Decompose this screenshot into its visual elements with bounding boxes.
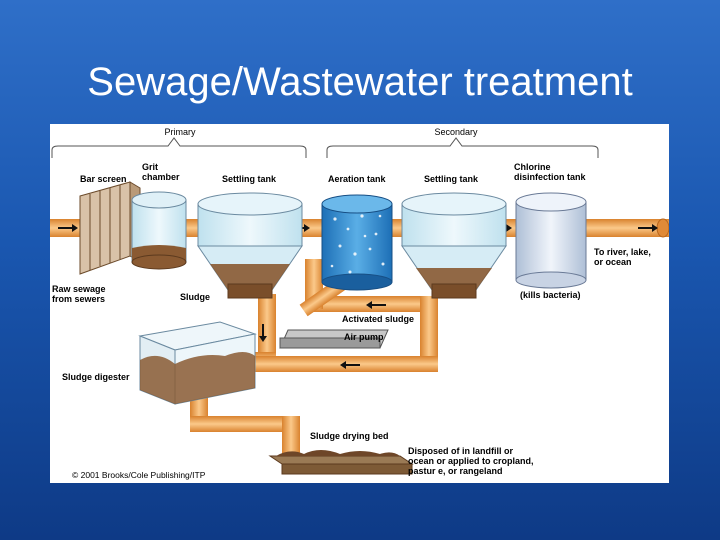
label-secondary-stage: Secondary [434,127,478,137]
label-sludge-digester: Sludge digester [62,372,130,382]
diagram-artwork [50,137,669,475]
label-bar-screen: Bar screen [80,174,127,184]
bar-screen [79,181,141,275]
label-secondary-settling-tank: Settling tank [424,174,479,184]
label-to-river: To river, lake, or ocean [594,247,651,267]
label-chlorine-tank: Chlorine disinfection tank [514,162,586,182]
label-sludge-drying-bed: Sludge drying bed [310,431,389,441]
primary-settling-tank [197,192,303,299]
treatment-diagram: Primary Secondary Bar screen Grit chambe… [50,124,669,483]
copyright-notice: © 2001 Brooks/Cole Publishing/ITP [72,470,206,480]
grit-chamber [131,191,187,270]
label-raw-sewage: Raw sewage from sewers [52,284,106,304]
slide-title: Sewage/Wastewater treatment [87,60,633,104]
stage-brackets [51,137,599,158]
secondary-settling-tank [401,192,507,299]
label-grit-chamber: Grit chamber [142,162,180,182]
air-pump [279,329,389,349]
label-primary-stage: Primary [164,127,196,137]
label-aeration-tank: Aeration tank [328,174,386,184]
label-sludge: Sludge [180,292,211,302]
aeration-tank [321,194,393,291]
chlorine-tank [515,192,587,289]
label-kills-bacteria: (kills bacteria) [520,290,581,300]
label-air-pump: Air pump [344,332,384,342]
label-disposal: Disposed of in landfill or ocean or appl… [408,446,534,476]
label-activated-sludge: Activated sludge [342,314,415,324]
label-primary-settling-tank: Settling tank [222,174,277,184]
sludge-digester [138,321,257,405]
sludge-drying-bed [268,450,414,475]
